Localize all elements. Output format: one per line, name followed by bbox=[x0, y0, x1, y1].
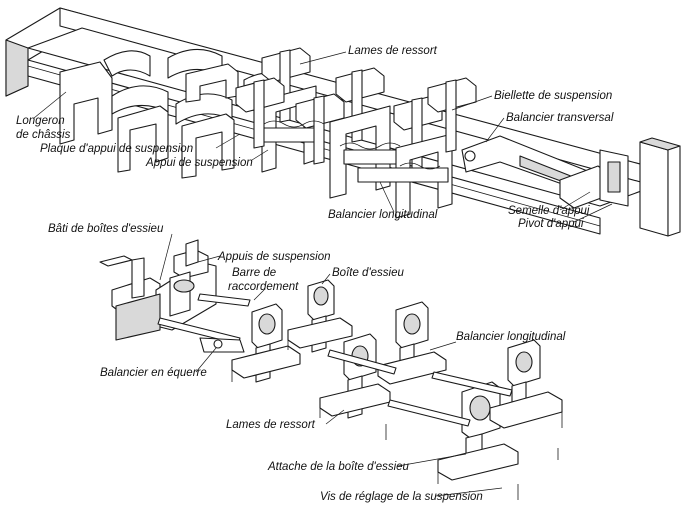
transverse-lever bbox=[461, 135, 629, 209]
label-plaque-appui: Plaque d'appui de suspension bbox=[40, 143, 193, 155]
label-biellette-de-suspension: Biellette de suspension bbox=[494, 90, 612, 102]
labels: Lames de ressort Biellette de suspension… bbox=[16, 45, 614, 503]
label-bati-de-boites: Bâti de boîtes d'essieu bbox=[48, 223, 164, 235]
label-boite-essieu: Boîte d'essieu bbox=[332, 267, 404, 279]
label-lames-de-ressort-top: Lames de ressort bbox=[348, 45, 438, 57]
label-appui-de-suspension: Appui de suspension bbox=[145, 157, 253, 169]
label-raccordement: raccordement bbox=[228, 281, 299, 293]
label-lames-de-ressort-bottom: Lames de ressort bbox=[226, 419, 316, 431]
label-vis-de-reglage: Vis de réglage de la suspension bbox=[320, 491, 483, 503]
label-de-chassis: de châssis bbox=[16, 129, 71, 141]
label-semelle-appui: Semelle d'appui bbox=[508, 205, 590, 217]
label-barre-de: Barre de bbox=[232, 267, 276, 279]
label-balancier-longitudinal-top: Balancier longitudinal bbox=[328, 209, 438, 221]
label-attache-boite-essieu: Attache de la boîte d'essieu bbox=[267, 461, 410, 473]
label-balancier-longitudinal-bottom: Balancier longitudinal bbox=[456, 331, 566, 343]
label-appuis-de-suspension: Appuis de suspension bbox=[217, 251, 331, 263]
label-balancier-en-equerre: Balancier en équerre bbox=[100, 367, 207, 379]
label-longeron: Longeron bbox=[16, 115, 65, 127]
spring-sets-top bbox=[235, 47, 477, 219]
label-pivot-appui: Pivot d'appui bbox=[518, 218, 584, 230]
axle-box-assembly bbox=[99, 239, 563, 500]
label-balancier-transversal: Balancier transversal bbox=[506, 112, 614, 124]
leader-lines bbox=[33, 51, 613, 497]
